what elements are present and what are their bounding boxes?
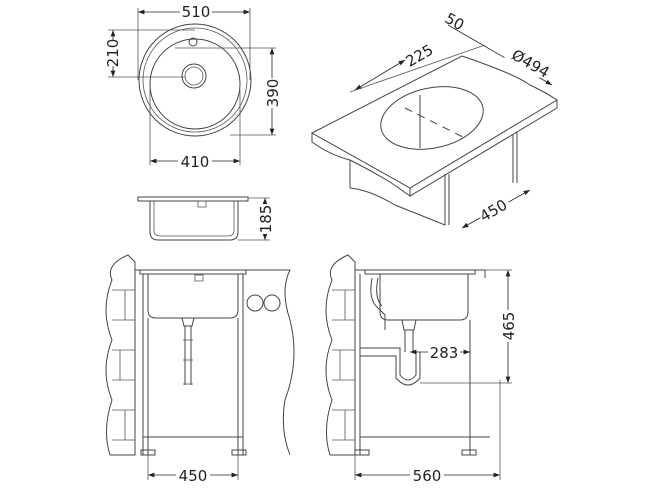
sink-cutout [380,86,484,150]
isometric-view: 50 225 Ø494 450 [310,9,558,229]
side-profile-view: 185 [137,196,275,241]
dim-side-cabinet-depth-560: 560 [413,467,442,485]
dim-height-185: 185 [257,205,275,234]
wall [325,254,356,456]
top-view: 510 210 390 410 [104,3,282,171]
dim-bowl-depth-390: 390 [264,79,282,108]
front-installation-view: 450 [105,254,295,485]
dim-tap-offset-210: 210 [104,39,122,68]
tap-hole-icon [188,37,198,47]
side-installation-view: 283 465 560 [325,254,518,485]
dim-rim-50: 50 [442,9,468,34]
dim-height-465: 465 [500,312,518,341]
bowl-outline [149,38,241,130]
dim-width-510: 510 [182,3,211,21]
sink-rim-outline [138,23,252,137]
drain-icon [181,63,207,89]
dim-front-cabinet-width-450: 450 [179,467,208,485]
dim-bowl-width-410: 410 [181,153,210,171]
wall [105,254,136,456]
dim-drain-offset-283: 283 [430,344,459,362]
dim-offset-225: 225 [403,41,437,71]
countertop [310,55,558,189]
